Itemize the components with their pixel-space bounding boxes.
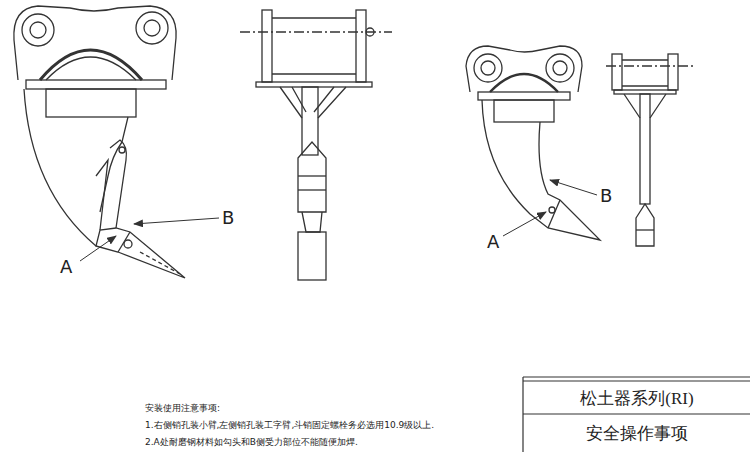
ripper-front-left: [14, 6, 185, 278]
callout-letter: B: [600, 186, 612, 206]
note-text: 1.右侧销孔装小臂,左侧销孔装工字臂,斗销固定螺栓务必选用10.9级以上.: [145, 421, 434, 431]
note-text: 2.A处耐磨钢材料如勾头和B侧受力部位不能随便加焊.: [145, 438, 358, 448]
ripper-front-right: [466, 46, 600, 240]
title-block-frame: [523, 377, 750, 452]
callout-letter: A: [60, 257, 72, 277]
callout-letter: A: [487, 232, 499, 252]
title-cell: 安全操作事项: [524, 415, 750, 452]
ripper-side-right: [606, 54, 694, 246]
title-cell: 松土器系列(RI): [524, 382, 750, 414]
leader-lines: [80, 180, 597, 261]
title-text: 安全操作事项: [586, 422, 688, 445]
title-text: 松土器系列(RI): [580, 387, 693, 410]
note-text: 安装使用注意事项:: [145, 404, 220, 414]
callout-letter: B: [222, 208, 234, 228]
ripper-side-left: [240, 10, 392, 280]
